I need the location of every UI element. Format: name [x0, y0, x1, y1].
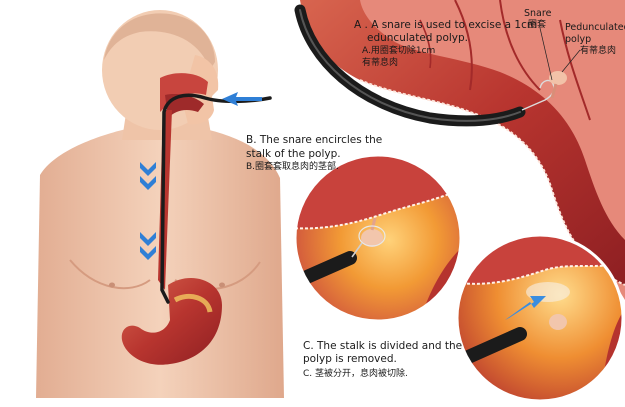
human-torso-figure [36, 10, 284, 398]
label-pedunculated-line1: Pedunculated [565, 22, 625, 33]
label-pedunculated-chinese: 有蒂息肉 [580, 46, 616, 57]
label-a-chinese-line2: 有蒂息肉 [362, 58, 398, 69]
label-c-english-line1: C. The stalk is divided and the [303, 340, 462, 352]
label-a-english-line2: edunculated polyp. [367, 32, 468, 44]
label-snare-chinese: 圈套 [528, 20, 546, 31]
label-a-chinese-line1: A.用圈套切除1cm [362, 46, 435, 57]
label-snare-english: Snare [524, 8, 551, 19]
panel-c-removal-inset [452, 232, 625, 407]
insertion-arrow-icon [222, 92, 262, 106]
label-c-english-line2: polyp is removed. [303, 353, 397, 365]
label-a-english-line1: A . A snare is used to excise a 1cm [354, 19, 537, 31]
label-b-english-line1: B. The snare encircles the [246, 134, 382, 146]
label-b-chinese: B.圈套套取息肉的茎部. [246, 162, 339, 173]
panel-b-snare-inset [290, 150, 470, 330]
label-pedunculated-line2: polyp [565, 34, 591, 45]
label-c-chinese: C. 茎被分开，息肉被切除. [303, 369, 408, 380]
label-b-english-line2: stalk of the polyp. [246, 148, 341, 160]
